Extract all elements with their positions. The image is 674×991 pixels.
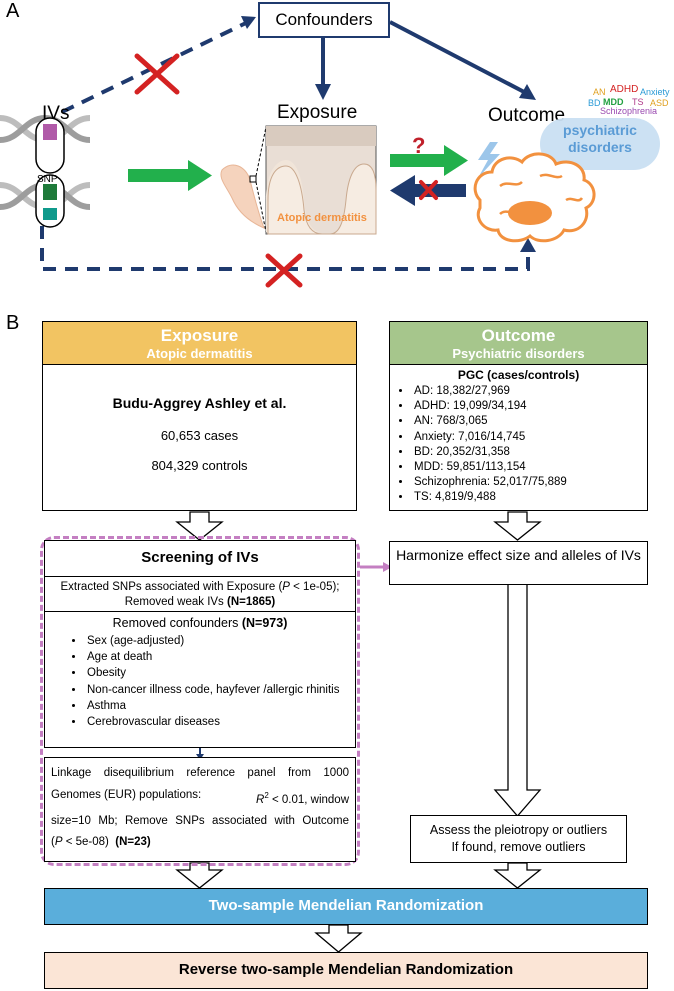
exposure-controls: 804,329 controls [151, 458, 248, 473]
psychiatric-label: psychiatric [563, 122, 637, 138]
step3-line3: size=10 Mb; Remove SNPs associated with … [51, 814, 349, 827]
panel-a-label: A [6, 0, 20, 22]
panel-a-connectors [0, 16, 536, 288]
step1-count: (N=1865) [227, 596, 276, 608]
screening-title: Screening of IVs [141, 549, 259, 566]
word-ts: TS [632, 97, 644, 107]
harmonize-label: Harmonize effect size and alleles of IVs [396, 547, 641, 563]
pleiotropy-box: Assess the pleiotropy or outliers If fou… [410, 815, 627, 863]
hollow-down-arrow [493, 862, 542, 889]
step3-p-open: ( [51, 836, 55, 849]
causal-question-mark: ? [412, 133, 426, 158]
step1-threshold: < 1e-05); [289, 581, 340, 593]
blocked-path-x-icon [134, 53, 180, 95]
reverse-mr-box: Reverse two-sample Mendelian Randomizati… [44, 952, 648, 989]
word-adhd: ADHD [610, 84, 639, 95]
pleiotropy-line2: If found, remove outliers [451, 840, 586, 854]
hollow-down-arrow [314, 924, 363, 953]
step1-p-symbol: P [282, 581, 290, 593]
exposure-label: Exposure [277, 102, 358, 123]
word-bd: BD [588, 98, 601, 108]
confounder-item: Obesity [85, 665, 355, 681]
exposure-body: Budu-Aggrey Ashley et al. 60,653 cases 8… [42, 364, 357, 511]
step3-r-symbol: R [256, 793, 265, 806]
step3-line2: Genomes (EUR) populations: [51, 788, 202, 801]
lightning-icon [478, 142, 500, 178]
exposure-author: Budu-Aggrey Ashley et al. [112, 395, 287, 411]
word-an: AN [593, 87, 606, 97]
atopic-dermatitis-label: Atopic dermatitis [277, 212, 367, 224]
reverse-blocked-x-icon [419, 180, 438, 200]
outcome-source-title: PGC (cases/controls) [457, 368, 580, 382]
outcome-item: MDD: 59,851/113,154 [412, 460, 647, 475]
outcome-item: TS: 4,819/9,488 [412, 490, 647, 505]
two-sample-mr-box: Two-sample Mendelian Randomization [44, 888, 648, 925]
step3-r-rest: < 0.01, window [268, 793, 349, 806]
outcome-item: AD: 18,382/27,969 [412, 384, 647, 399]
step3-p-symbol: P [54, 836, 63, 849]
confounder-item: Age at death [85, 649, 355, 665]
ivs-label: IVs [42, 103, 70, 124]
word-schizophrenia: Schizophrenia [600, 106, 658, 116]
outcome-list: AD: 18,382/27,969 ADHD: 19,099/34,194 AN… [390, 384, 647, 506]
screening-step2: Removed confounders (N=973) Sex (age-adj… [44, 611, 356, 748]
confounder-item: Cerebrovascular diseases [85, 714, 355, 730]
screening-title-box: Screening of IVs [44, 540, 356, 577]
confounder-item: Sex (age-adjusted) [85, 633, 355, 649]
hollow-down-arrow [175, 511, 224, 541]
outcome-header-subtitle: Psychiatric disorders [452, 346, 585, 361]
snp-label: SNP [37, 174, 58, 185]
confounder-list: Sex (age-adjusted) Age at death Obesity … [45, 633, 355, 730]
outcome-item: Anxiety: 7,016/14,745 [412, 430, 647, 445]
exposure-header-subtitle: Atopic dermatitis [146, 346, 253, 361]
screening-step3: Linkage disequilibrium reference panel f… [44, 757, 356, 862]
panel-b-label: B [6, 312, 20, 334]
outcome-item: AN: 768/3,065 [412, 414, 647, 429]
step1-line2: Removed weak IVs [124, 596, 227, 608]
step3-r-superscript: 2 [264, 790, 269, 800]
iv-to-exposure-arrow [128, 160, 212, 191]
outcome-item: ADHD: 19,099/34,194 [412, 399, 647, 414]
hollow-down-arrow [175, 862, 224, 889]
step2-count: (N=973) [241, 616, 288, 630]
outcome-body: PGC (cases/controls) AD: 18,382/27,969 A… [389, 364, 648, 511]
step3-count: (N=23) [115, 836, 151, 849]
word-mdd: MDD [603, 97, 624, 107]
step2-title: Removed confounders [112, 616, 242, 630]
brain-illustration [473, 142, 596, 243]
two-sample-mr-label: Two-sample Mendelian Randomization [208, 897, 484, 914]
disorders-label: disorders [568, 139, 632, 155]
word-asd: ASD [650, 98, 669, 108]
hollow-down-arrow [493, 583, 542, 817]
step1-text: Extracted SNPs associated with Exposure … [60, 581, 283, 593]
confounders-box: Confounders [258, 2, 390, 38]
exposure-header-title: Exposure [160, 326, 239, 345]
skin-cross-section [265, 125, 377, 235]
exposure-header: Exposure Atopic dermatitis [42, 321, 357, 365]
reverse-mr-label: Reverse two-sample Mendelian Randomizati… [178, 961, 514, 978]
skin-icon [220, 126, 267, 233]
exposure-to-outcome-arrow [390, 145, 468, 176]
confounder-item: Non-cancer illness code, hayfever /aller… [85, 682, 355, 698]
outcome-item: Schizophrenia: 52,017/75,889 [412, 475, 647, 490]
screening-frame [40, 536, 360, 866]
step3-p-rest: < 5e-08) [62, 836, 109, 849]
exposure-cases: 60,653 cases [160, 428, 239, 443]
pleiotropy-line1: Assess the pleiotropy or outliers [429, 823, 608, 837]
direct-path-x-icon [265, 253, 303, 288]
confounder-item: Asthma [85, 698, 355, 714]
outcome-item: BD: 20,352/31,358 [412, 445, 647, 460]
confounders-label: Confounders [275, 10, 373, 29]
brain-icon [473, 152, 596, 243]
harmonize-box: Harmonize effect size and alleles of IVs [389, 541, 648, 585]
outcome-header: Outcome Psychiatric disorders [389, 321, 648, 365]
screening-step1: Extracted SNPs associated with Exposure … [44, 576, 356, 612]
step3-line1: Linkage disequilibrium reference panel f… [51, 767, 349, 779]
outcome-label: Outcome [488, 105, 566, 126]
hollow-down-arrow [493, 511, 542, 541]
word-anxiety: Anxiety [640, 87, 670, 97]
outcome-header-title: Outcome [481, 326, 556, 345]
